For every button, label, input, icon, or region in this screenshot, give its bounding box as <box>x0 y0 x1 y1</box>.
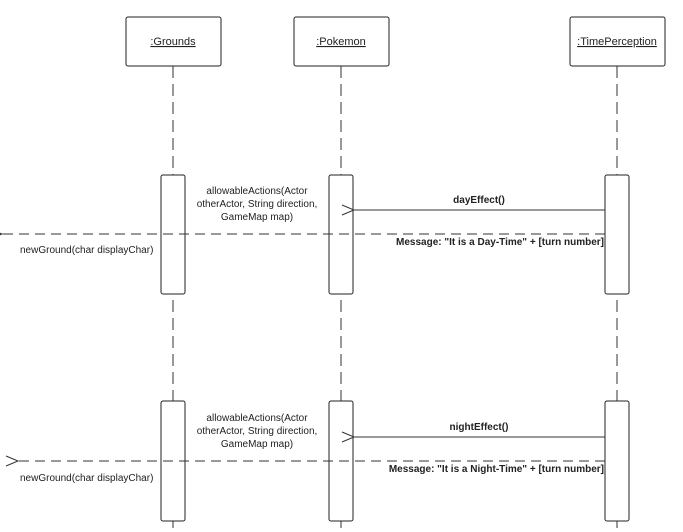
night-effect-label: nightEffect() <box>450 422 509 433</box>
new-ground-label-day: newGround(char displayChar) <box>20 245 153 256</box>
activation-timeperception-day <box>604 174 630 295</box>
actor-timeperception: :TimePerception <box>569 16 666 67</box>
allowable-actions-label-day-line1: allowableActions(Actor <box>206 186 308 197</box>
day-effect-label: dayEffect() <box>453 195 505 206</box>
allowable-actions-label-day-line3: GameMap map) <box>221 212 293 223</box>
night-message-label: Message: "It is a Night-Time" + [turn nu… <box>389 464 604 475</box>
allowable-actions-label-night-line2: otherActor, String direction, <box>197 426 318 437</box>
actor-grounds: :Grounds <box>125 16 222 67</box>
actor-pokemon: :Pokemon <box>293 16 390 67</box>
day-message-label: Message: "It is a Day-Time" + [turn numb… <box>396 237 604 248</box>
allowable-actions-label-day-line2: otherActor, String direction, <box>197 199 318 210</box>
actor-grounds-label: :Grounds <box>150 36 196 48</box>
new-ground-label-night: newGround(char displayChar) <box>20 473 153 484</box>
actor-timeperception-label: :TimePerception <box>577 36 657 48</box>
allowable-actions-label-night-line1: allowableActions(Actor <box>206 413 308 424</box>
activation-timeperception-night <box>604 400 630 522</box>
allowable-actions-label-night-line3: GameMap map) <box>221 439 293 450</box>
actor-pokemon-label: :Pokemon <box>316 36 366 48</box>
